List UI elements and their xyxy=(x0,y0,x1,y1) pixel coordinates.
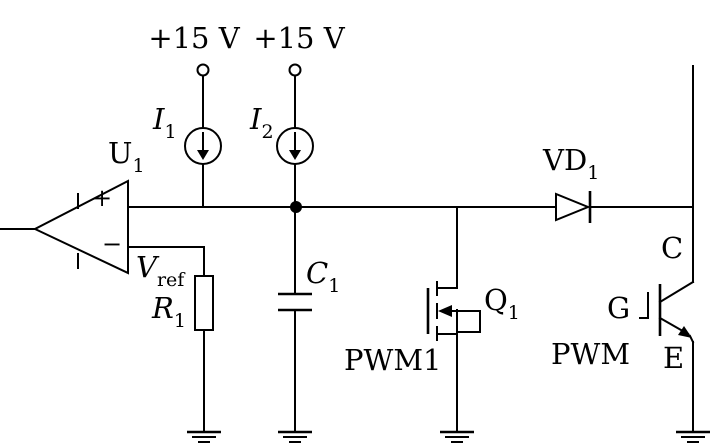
supply-label-right: +15 V xyxy=(253,21,345,55)
c1-label: C1 xyxy=(306,256,340,297)
igbt xyxy=(639,280,695,344)
op-amp-minus-sign: − xyxy=(102,230,122,258)
gate-label: G xyxy=(607,291,630,325)
mosfet-q1 xyxy=(426,281,481,341)
collector-label: C xyxy=(661,231,683,265)
i2-label: I2 xyxy=(249,102,274,143)
pwm-label: PWM xyxy=(551,337,630,371)
diode-vd1 xyxy=(555,191,592,223)
i1-label: I1 xyxy=(152,102,177,143)
q1-label: Q1 xyxy=(484,283,520,324)
emitter-label: E xyxy=(663,341,684,375)
supply-label-left: +15 V xyxy=(148,21,240,55)
capacitor-c1 xyxy=(278,292,312,312)
junction-dot xyxy=(290,201,302,213)
op-amp-u1 xyxy=(32,179,129,275)
vd1-label: VD1 xyxy=(542,143,599,184)
resistor-r1 xyxy=(194,275,214,331)
supply-terminal-left: +15 V xyxy=(148,21,241,77)
ground-symbol-q1 xyxy=(440,430,474,443)
vref-label: Vref xyxy=(136,250,186,291)
u1-label: U1 xyxy=(108,136,145,177)
ground-symbol-r1 xyxy=(187,430,221,443)
supply-terminal-right: +15 V xyxy=(253,21,346,77)
r1-label: R1 xyxy=(151,291,186,332)
ground-symbol-c1 xyxy=(278,430,312,443)
ground-symbol-igbt xyxy=(676,430,710,443)
wires xyxy=(0,65,694,433)
current-source-i1 xyxy=(184,127,222,165)
pwm1-label: PWM1 xyxy=(344,343,441,377)
op-amp-plus-sign: + xyxy=(92,184,112,212)
current-source-i2 xyxy=(276,127,314,165)
